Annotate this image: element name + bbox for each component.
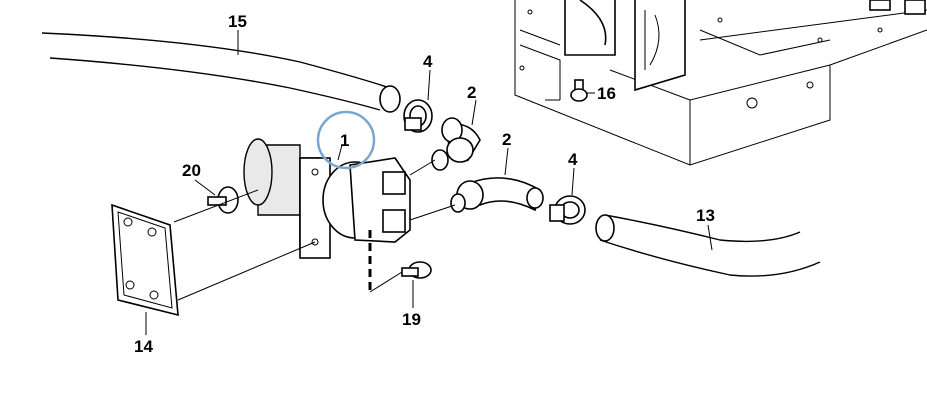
bolt-20 [207, 186, 239, 214]
elbow-fitting-lower [450, 177, 544, 213]
callout-16: 16 [597, 84, 616, 103]
callout-2-upper: 2 [467, 83, 476, 102]
mounting-plate [111, 203, 179, 317]
callout-4-lower: 4 [568, 150, 578, 169]
callout-15: 15 [228, 12, 247, 31]
callout-20: 20 [182, 161, 201, 180]
assembly-lines [173, 159, 456, 301]
pump-assembly [243, 138, 411, 259]
highlight-circle [316, 110, 376, 170]
hose-clamp-lower [549, 195, 586, 225]
leader-lines [145, 30, 713, 335]
chassis-frame [514, 0, 927, 166]
callout-1: 1 [340, 131, 349, 150]
hose-15 [41, 32, 401, 113]
callout-13: 13 [696, 206, 715, 225]
hose-clamp-upper [403, 99, 433, 133]
callout-19: 19 [402, 310, 421, 329]
elbow-fitting-upper [431, 117, 481, 171]
hose-13 [595, 214, 821, 277]
bolt-19 [401, 261, 432, 279]
bolt-16 [570, 79, 588, 102]
callout-14: 14 [134, 337, 153, 356]
callout-4-upper: 4 [423, 52, 433, 71]
callout-2-lower: 2 [502, 130, 511, 149]
